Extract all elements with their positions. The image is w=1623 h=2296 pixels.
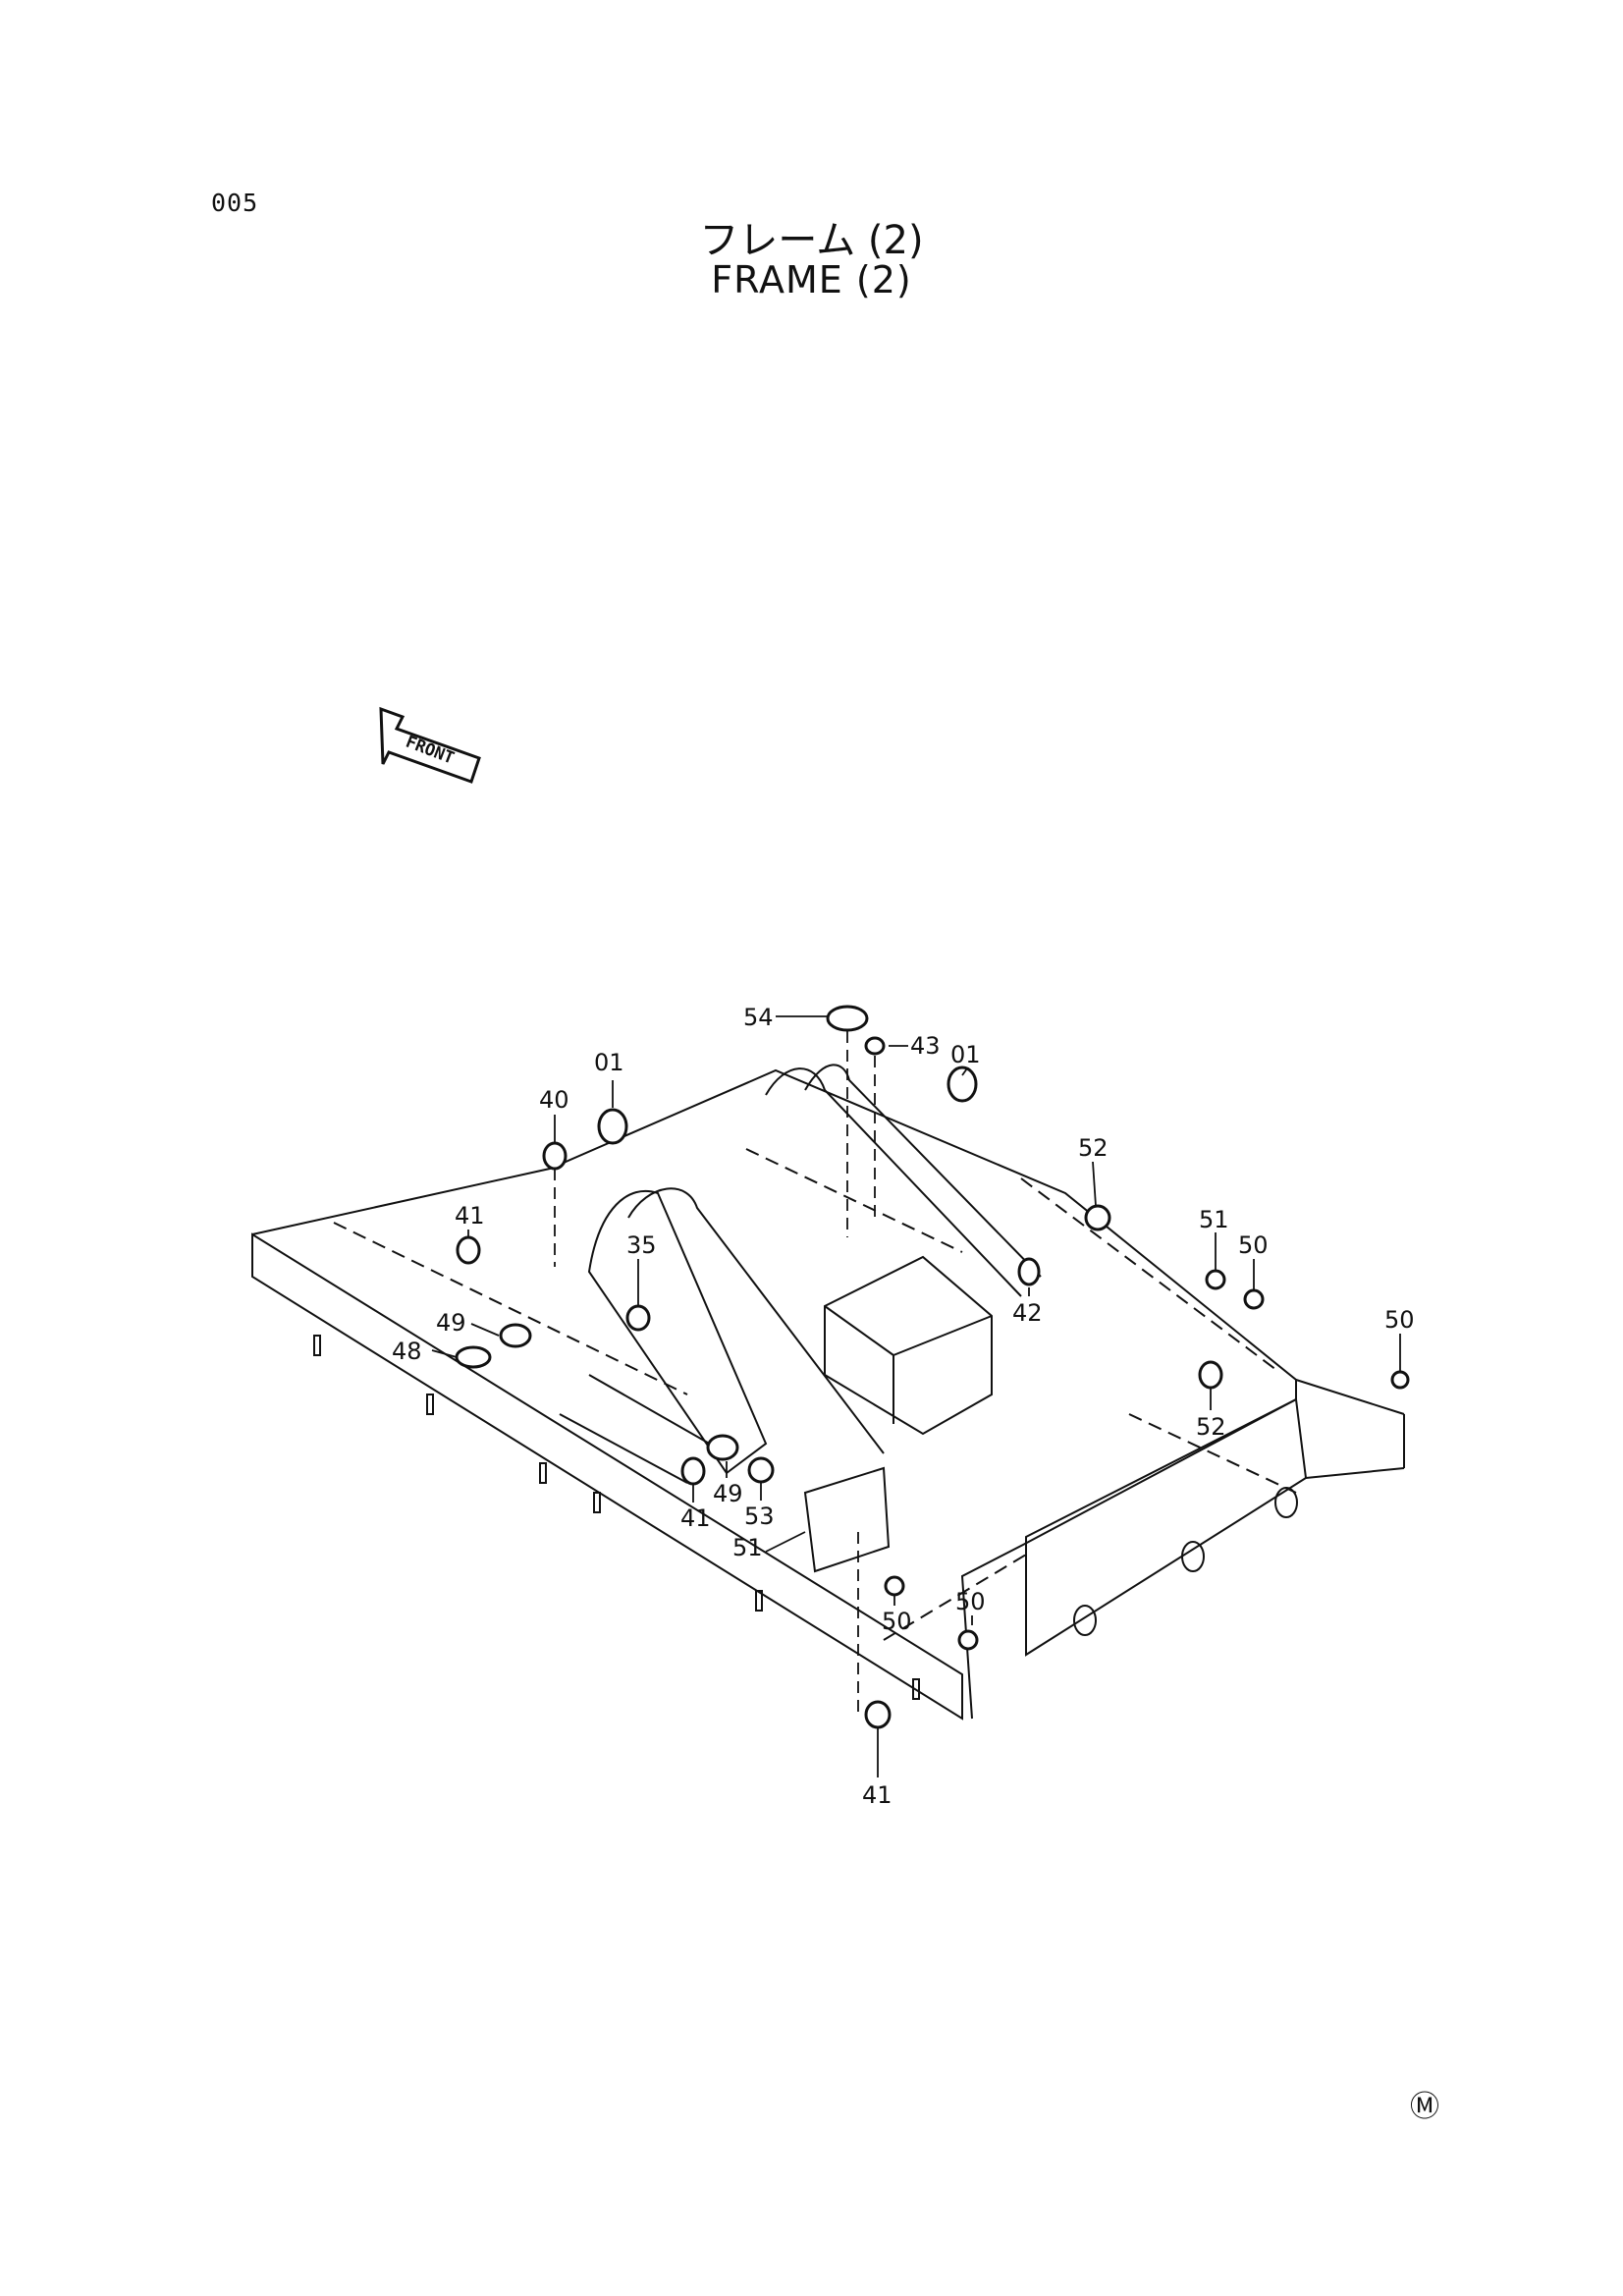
callout-35: 35 — [626, 1231, 657, 1259]
page-code: 005 — [211, 189, 259, 217]
part-43 — [864, 1036, 886, 1056]
callout-42: 42 — [1012, 1299, 1043, 1327]
callout-51-center: 51 — [732, 1534, 763, 1561]
callout-labels: 54 43 01 01 40 52 51 50 50 41 35 42 49 4… — [392, 1004, 1415, 1809]
diagram-title-en: FRAME (2) — [711, 258, 912, 301]
part-48 — [455, 1345, 492, 1369]
part-49-top — [499, 1323, 532, 1348]
frame-body — [251, 1064, 1405, 1721]
callout-41-left: 41 — [455, 1202, 485, 1230]
part-42 — [1017, 1257, 1041, 1286]
callout-41-bottom: 41 — [862, 1781, 893, 1809]
part-50-b — [1390, 1370, 1410, 1390]
callout-49-top: 49 — [436, 1309, 466, 1337]
part-51-right — [1205, 1269, 1226, 1290]
callout-49-bottom: 49 — [713, 1480, 743, 1507]
part-41-left — [456, 1235, 481, 1265]
callout-50-d: 50 — [955, 1588, 986, 1615]
part-symbols — [455, 1005, 1410, 1729]
part-41-bottom — [864, 1700, 892, 1729]
part-52-top — [1084, 1204, 1111, 1231]
callout-50-b: 50 — [1384, 1306, 1415, 1334]
callout-43: 43 — [910, 1032, 941, 1060]
callout-52-bottom: 52 — [1196, 1413, 1226, 1441]
callout-53: 53 — [744, 1503, 775, 1530]
manufacturer-mark: Ⓜ — [1410, 2090, 1439, 2124]
part-01-left — [597, 1108, 628, 1145]
part-50-d — [957, 1629, 979, 1651]
callout-51-right: 51 — [1199, 1206, 1229, 1233]
callout-40: 40 — [539, 1086, 569, 1114]
part-49-bottom — [706, 1434, 739, 1461]
part-35 — [625, 1304, 651, 1332]
callout-01-left: 01 — [594, 1049, 624, 1076]
part-50-a — [1243, 1288, 1265, 1310]
callout-50-c: 50 — [882, 1608, 912, 1635]
part-52-bottom — [1198, 1360, 1223, 1390]
front-arrow-icon: FRONT — [379, 706, 481, 784]
part-40 — [542, 1141, 568, 1171]
callout-50-a: 50 — [1238, 1231, 1269, 1259]
callout-48: 48 — [392, 1338, 422, 1365]
callout-54: 54 — [743, 1004, 774, 1031]
part-41-center — [680, 1456, 706, 1486]
diagram-title-jp: フレーム (2) — [699, 218, 924, 263]
part-01-right — [947, 1066, 978, 1103]
callout-01-right: 01 — [950, 1041, 981, 1068]
leader-lines — [431, 1015, 1401, 1777]
part-53 — [747, 1456, 775, 1484]
callout-52-top: 52 — [1078, 1134, 1109, 1162]
part-50-c — [884, 1575, 905, 1597]
callout-41-center: 41 — [680, 1504, 711, 1532]
part-54 — [826, 1005, 869, 1032]
